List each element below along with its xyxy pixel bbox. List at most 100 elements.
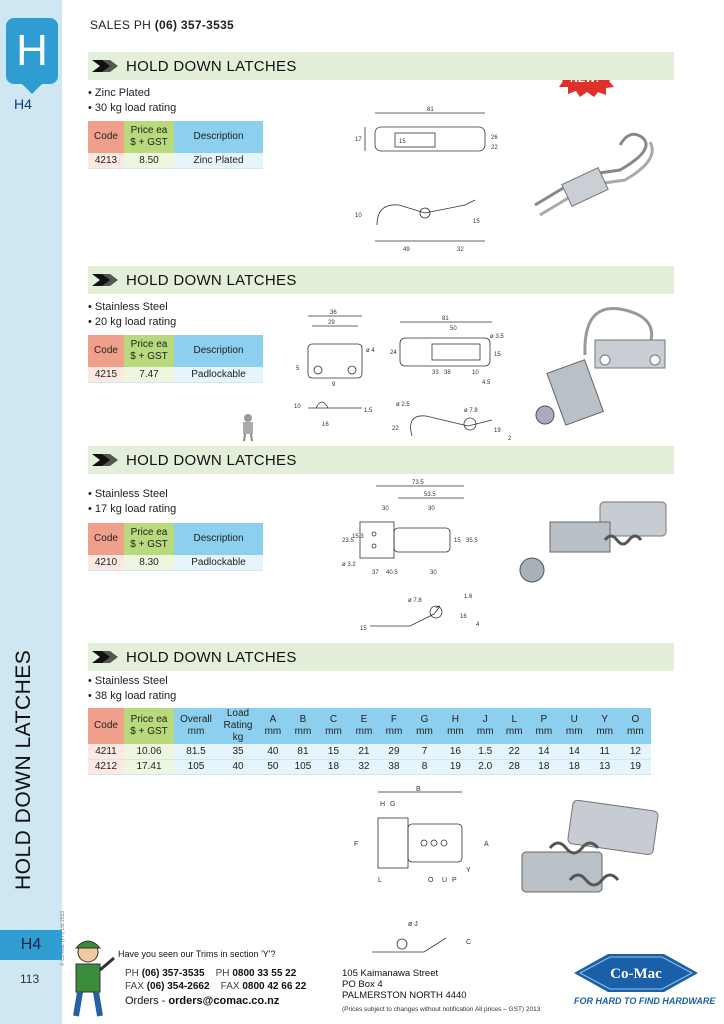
table-cell: 8 [408,759,441,775]
col-header: Y mm [589,708,620,744]
fax-number: (06) 354-2662 [146,981,210,992]
technical-drawing: 36 29 ø 4 5 9 10 1.5 16 81 50 ø 3.5 24 1… [294,310,512,442]
arrow-icon [92,274,118,286]
col-header-description: Description [174,523,263,555]
sales-phone-header: SALES PH (06) 357-3535 [90,18,234,32]
product-photo [534,132,654,217]
table-cell: 18 [528,759,559,775]
table-cell: 29 [379,744,409,760]
col-header: Load Rating kg [218,708,258,744]
dim-label: 15 [360,626,367,632]
logo-text: Co-Mac [610,966,662,982]
col-header: A mm [258,708,288,744]
dim-label: 10 [355,213,362,219]
table-cell: 28 [499,759,529,775]
table-cell: 14 [528,744,559,760]
dim-label: 17 [355,137,362,143]
comac-logo: Co-Mac [574,954,698,992]
feature-item: • Stainless Steel [88,675,168,687]
fax-label: FAX [220,981,240,992]
section-tab-letter: H [6,18,58,94]
vertical-section-title: HOLD DOWN LATCHES [12,649,35,890]
feature-list: • Zinc Plated • 30 kg load rating [88,86,176,116]
table-cell: 18 [558,759,590,775]
dim-label: 16 [322,422,329,428]
fax-label: FAX [125,981,144,992]
col-header: E mm [348,708,380,744]
table-cell: 11 [589,744,620,760]
dim-label: F [354,841,358,848]
col-header: O mm [619,708,651,744]
dim-label: 32 [457,247,464,253]
dim-label: 53.5 [424,492,436,498]
price-table: Code Price ea $ + GST Description 4215 7… [88,335,263,383]
table-cell: 81.5 [174,744,218,760]
table-cell: 22 [499,744,529,760]
section-title-bar: HOLD DOWN LATCHES [88,266,674,294]
dim-label: 30 [382,506,389,512]
col-header: H mm [440,708,471,744]
technical-drawing: 73.5 53.5 30 30 ø 3.2 37 40.5 30 23.5 15… [342,480,480,632]
col-header-price: Price ea $ + GST [124,335,174,367]
feature-item: • 20 kg load rating [88,316,177,328]
tagline: FOR HARD TO FIND HARDWARE [574,996,716,1006]
dim-label: 5 [296,366,300,372]
arrow-icon [92,651,118,663]
feature-item: • Stainless Steel [88,488,168,500]
price-table: Code Price ea $ + GST Description 4213 8… [88,121,263,169]
table-cell: 7 [408,744,441,760]
dim-label: C [466,939,471,946]
dim-label: 30 [430,570,437,576]
mascot-icon [73,940,115,1017]
table-cell: 35 [218,744,258,760]
dim-label: Y [466,867,471,874]
table-cell: 105 [174,759,218,775]
col-header: L mm [499,708,529,744]
cell-code: 4215 [88,367,124,383]
dim-label: 1.5 [364,408,373,414]
dim-label: 73.5 [412,480,424,486]
section-title: HOLD DOWN LATCHES [126,649,297,666]
orders-label: Orders - [125,995,166,1007]
col-header-description: Description [174,335,263,367]
ph-label: PH [125,968,139,979]
dim-label: 4.5 [482,380,491,386]
product-photo [521,800,659,893]
orders-email-link[interactable]: orders@comac.co.nz [168,995,280,1007]
dim-label: P [452,877,457,884]
section-title: HOLD DOWN LATCHES [126,272,297,289]
section-title-bar: HOLD DOWN LATCHES [88,643,674,671]
col-header: G mm [408,708,441,744]
table-cell: 19 [619,759,651,775]
dim-label: 16 [460,614,467,620]
table-cell: 40 [218,759,258,775]
cell-code: 4213 [88,153,124,169]
table-cell: 18 [318,759,349,775]
col-header-description: Description [174,121,263,153]
dim-label: 15 [473,219,480,225]
trims-notice: Have you seen our Trims in section 'Y'? [118,949,276,959]
col-header-price: Price ea $ + GST [124,523,174,555]
table-cell: 15 [318,744,349,760]
col-header: U mm [558,708,590,744]
table-cell: 4212 [88,759,124,775]
cell-price: 8.30 [124,555,174,571]
cell-description: Zinc Plated [174,153,263,169]
section-title: HOLD DOWN LATCHES [126,58,297,75]
table-cell: 2.0 [470,759,500,775]
section-title-bar: HOLD DOWN LATCHES [88,446,674,474]
arrow-icon [92,454,118,466]
dim-label: 19 [494,428,501,434]
contact-fax-row: FAX (06) 354-2662 FAX 0800 42 66 22 [125,981,306,993]
dim-label: 4 [476,622,480,628]
dim-label: ø 7.8 [408,598,422,604]
table-cell: 105 [287,759,319,775]
table-cell: 16 [440,744,471,760]
table-cell: 12 [619,744,651,760]
col-header-code: Code [88,121,124,153]
table-cell: 32 [348,759,380,775]
cell-price: 8.50 [124,153,174,169]
page-number: 113 [20,972,40,986]
feature-item: • Zinc Plated [88,87,150,99]
